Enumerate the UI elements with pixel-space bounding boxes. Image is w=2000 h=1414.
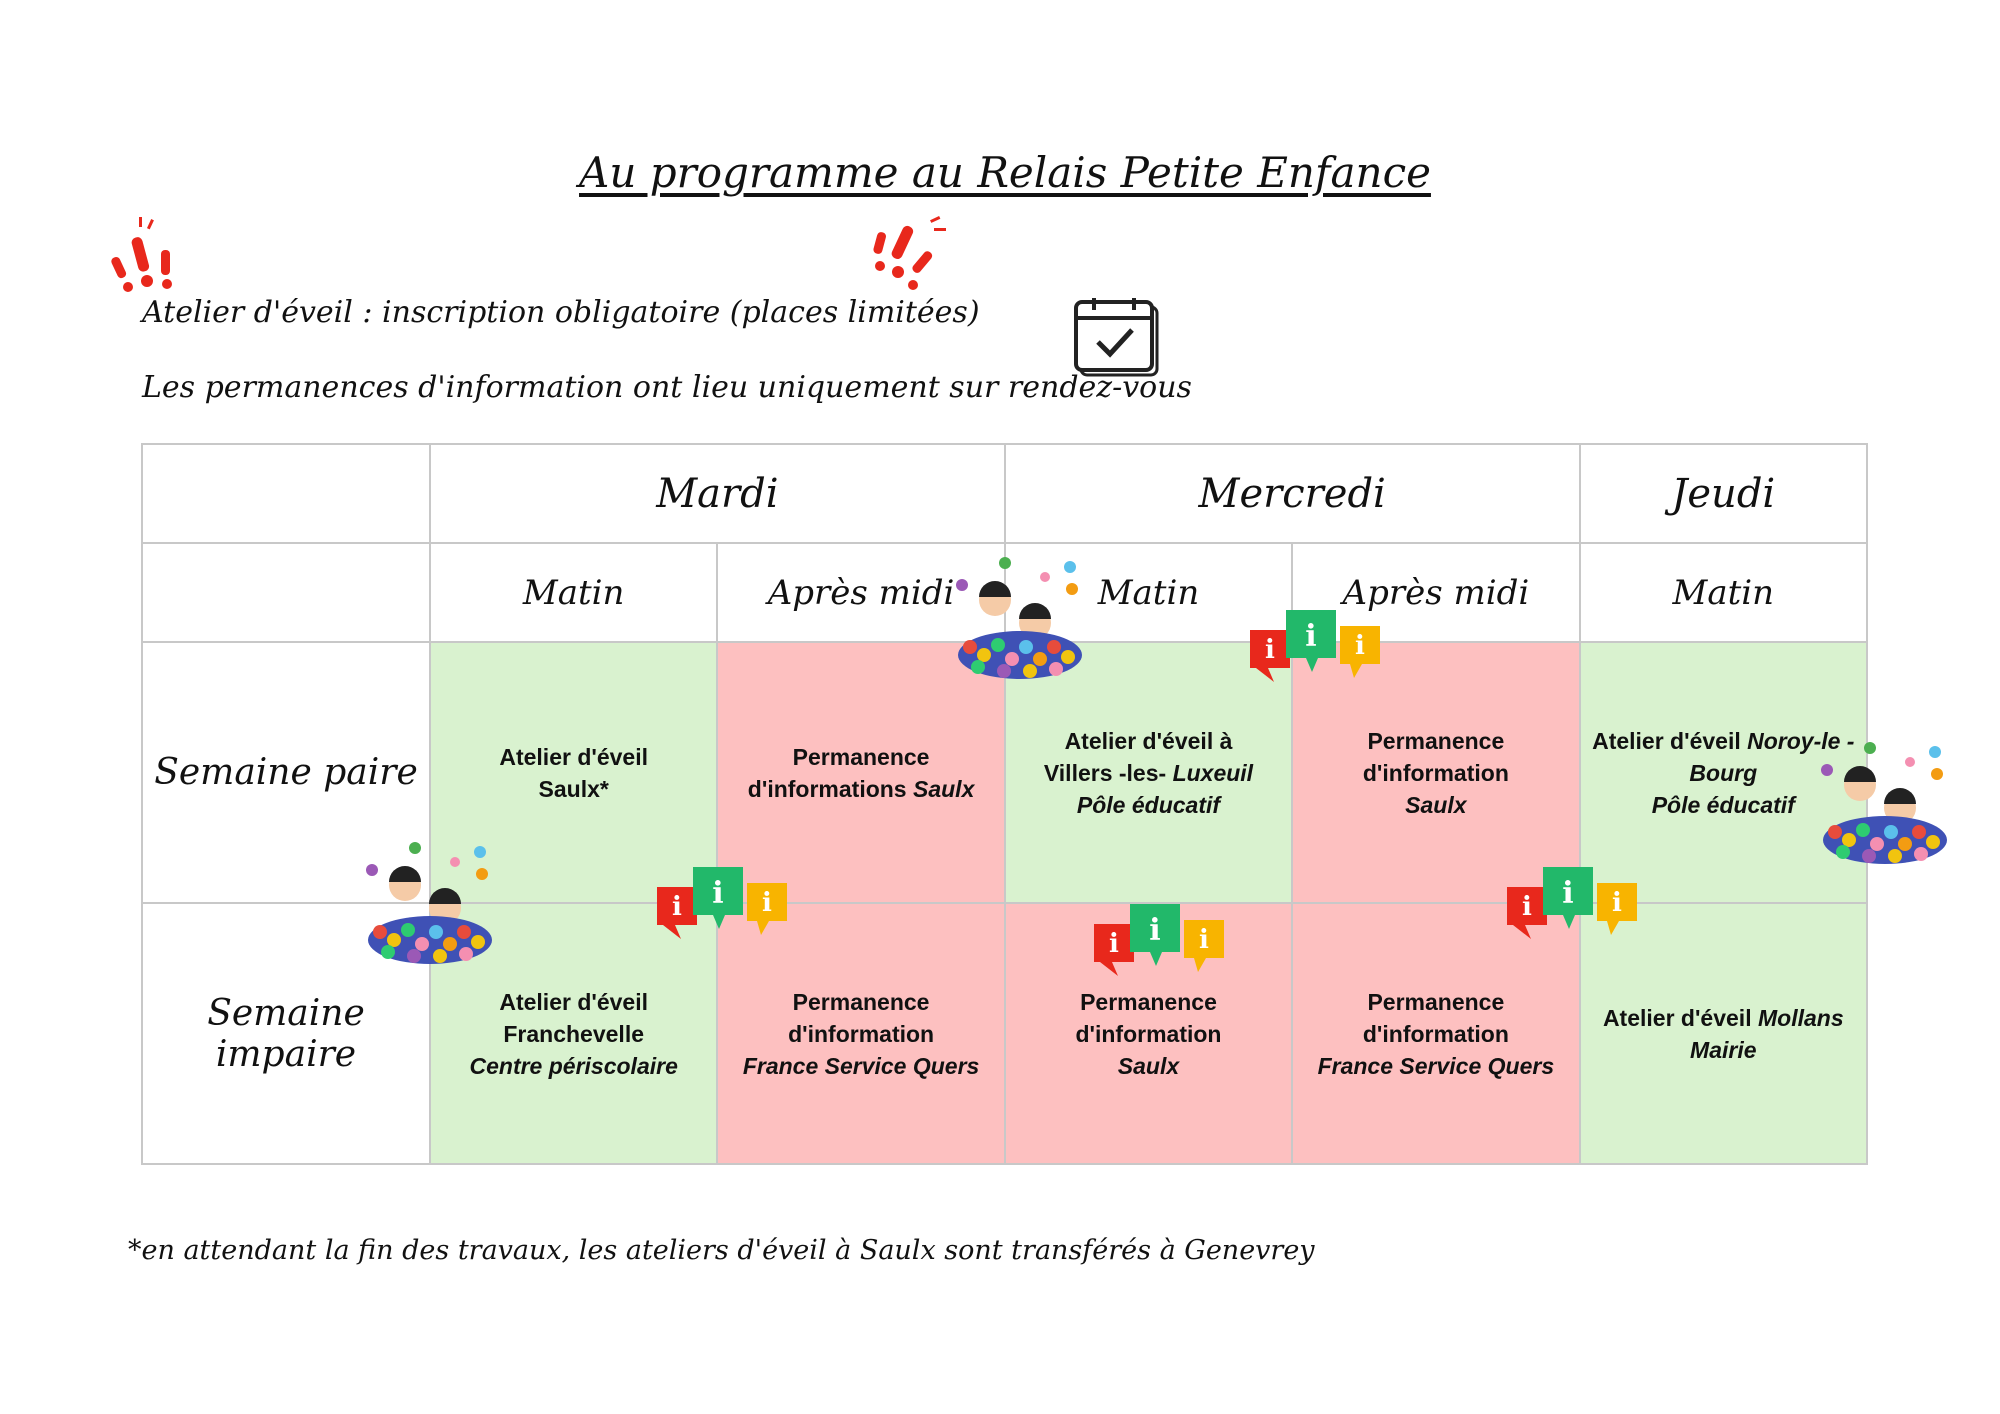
children-ball-pit-icon <box>1815 740 1955 869</box>
svg-text:i: i <box>1199 925 1209 955</box>
footnote: *en attendant la fin des travaux, les at… <box>128 1235 1315 1266</box>
info-bubbles-icon: i i i <box>1248 608 1383 687</box>
svg-text:i: i <box>1562 876 1573 911</box>
svg-text:i: i <box>672 892 682 922</box>
svg-text:i: i <box>712 876 723 911</box>
svg-text:i: i <box>1149 913 1160 948</box>
period-header: Matin <box>428 542 719 643</box>
exclamation-icon <box>111 217 172 292</box>
schedule-table: Mardi Mercredi Jeudi Matin Après midi Ma… <box>141 443 1869 1165</box>
svg-text:i: i <box>1305 619 1316 654</box>
svg-text:i: i <box>1612 888 1622 918</box>
svg-text:i: i <box>1265 635 1275 665</box>
svg-text:i: i <box>1109 929 1119 959</box>
period-header: Après midi <box>716 542 1006 643</box>
info-bubbles-icon: i i i <box>655 865 790 944</box>
day-header-mercredi: Mercredi <box>1003 443 1581 544</box>
corner-cell <box>141 542 431 643</box>
svg-text:i: i <box>1355 631 1365 661</box>
page-title: Au programme au Relais Petite Enfance <box>579 148 1431 197</box>
row-label-semaine-paire: Semaine paire <box>141 641 431 904</box>
info-bubbles-icon: i i i <box>1505 865 1640 944</box>
svg-text:i: i <box>762 888 772 918</box>
period-header: Matin <box>1578 542 1869 643</box>
day-header-jeudi: Jeudi <box>1578 443 1869 544</box>
permanences-note: Les permanences d'information ont lieu u… <box>142 370 1192 405</box>
period-header: Matin <box>1003 542 1294 643</box>
calendar-check-icon <box>1074 298 1159 377</box>
atelier-note: Atelier d'éveil : inscription obligatoir… <box>142 295 980 330</box>
corner-cell <box>141 443 431 544</box>
svg-text:i: i <box>1522 892 1532 922</box>
exclamation-icon <box>873 215 946 290</box>
period-header: Après midi <box>1291 542 1581 643</box>
children-ball-pit-icon <box>950 555 1090 684</box>
info-bubbles-icon: i i i <box>1092 902 1227 981</box>
day-header-mardi: Mardi <box>429 443 1006 544</box>
children-ball-pit-icon <box>360 840 500 969</box>
